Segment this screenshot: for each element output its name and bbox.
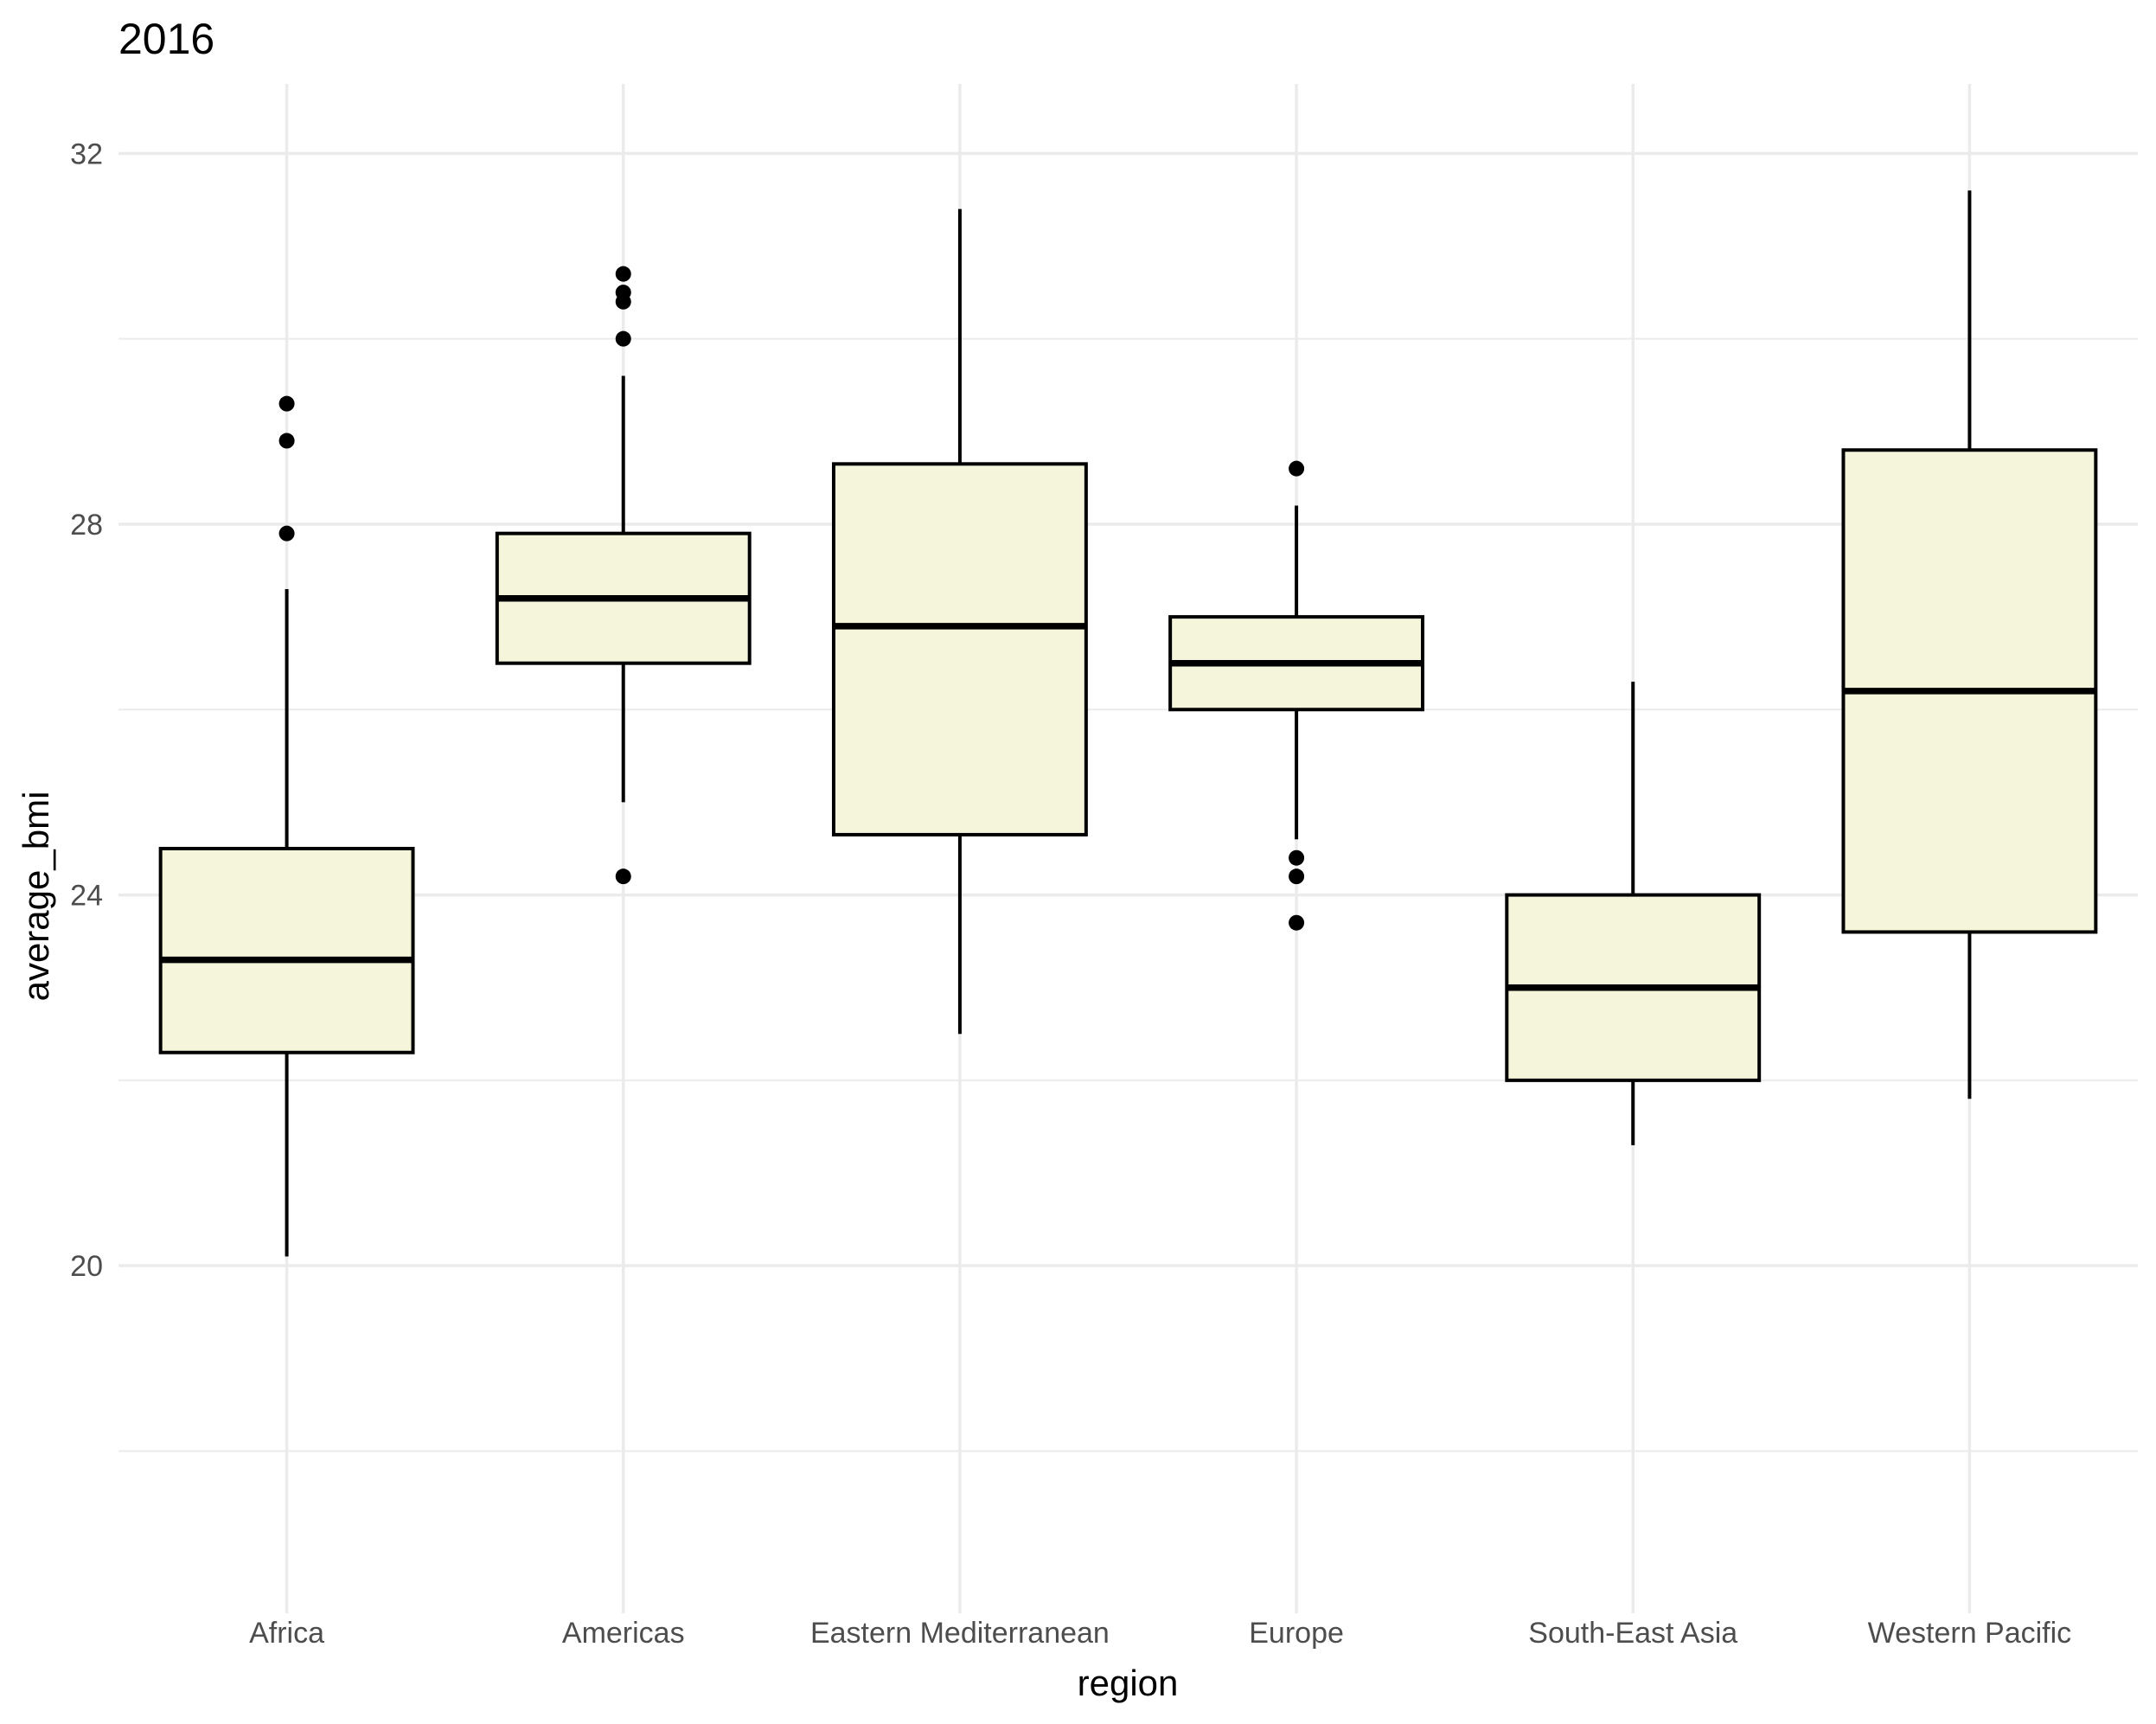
box-iqr — [831, 462, 1088, 836]
x-tick-label: Western Pacific — [1868, 1617, 2072, 1650]
outlier-point — [1289, 849, 1305, 866]
outlier-point — [278, 433, 295, 449]
box-europe — [1168, 460, 1425, 931]
boxes — [158, 190, 2098, 1257]
outlier-point — [1289, 460, 1305, 477]
y-tick-label: 24 — [70, 880, 103, 913]
grid — [118, 84, 2138, 1613]
y-axis-title: average_bmi — [16, 792, 56, 1002]
x-tick-label: Africa — [249, 1617, 324, 1650]
x-tick-label: Americas — [562, 1617, 685, 1650]
outlier-point — [278, 395, 295, 412]
box-western-pacific — [1841, 190, 2098, 1099]
x-tick-label: South-East Asia — [1528, 1617, 1737, 1650]
box-africa — [158, 395, 415, 1257]
x-axis-title: region — [1078, 1663, 1179, 1703]
outlier-point — [615, 266, 631, 282]
outlier-point — [615, 868, 631, 885]
x-tick-label: Eastern Mediterranean — [810, 1617, 1110, 1650]
box-iqr — [158, 847, 415, 1054]
y-tick-label: 28 — [70, 509, 103, 542]
outlier-point — [1289, 868, 1305, 885]
box-eastern-mediterranean — [831, 208, 1088, 1035]
y-tick-labels: 20 24 28 32 — [70, 138, 103, 1283]
box-south-east-asia — [1505, 682, 1762, 1145]
outlier-point — [615, 285, 631, 301]
outlier-point — [278, 525, 295, 542]
box-americas — [495, 266, 752, 885]
y-tick-label: 20 — [70, 1250, 103, 1283]
chart-title: 2016 — [118, 15, 214, 63]
x-tick-label: Europe — [1249, 1617, 1344, 1650]
x-tick-labels: Africa Americas Eastern Mediterranean Europ… — [249, 1617, 2071, 1650]
outlier-point — [615, 330, 631, 347]
outlier-point — [1289, 914, 1305, 931]
y-tick-label: 32 — [70, 138, 103, 170]
